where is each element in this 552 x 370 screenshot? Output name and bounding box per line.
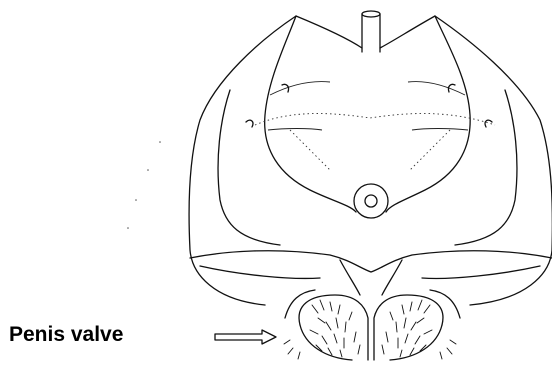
capsule-outline [189,16,552,305]
central-foramen [354,184,388,218]
central-shaft [362,11,380,52]
lower-band [190,251,552,295]
specks [127,141,161,229]
penis-valves [284,290,460,360]
left-gonostipes [218,16,356,245]
pointer-arrow [215,330,276,344]
penis-valve-label: Penis valve [9,324,123,345]
right-gonostipes [386,16,517,245]
